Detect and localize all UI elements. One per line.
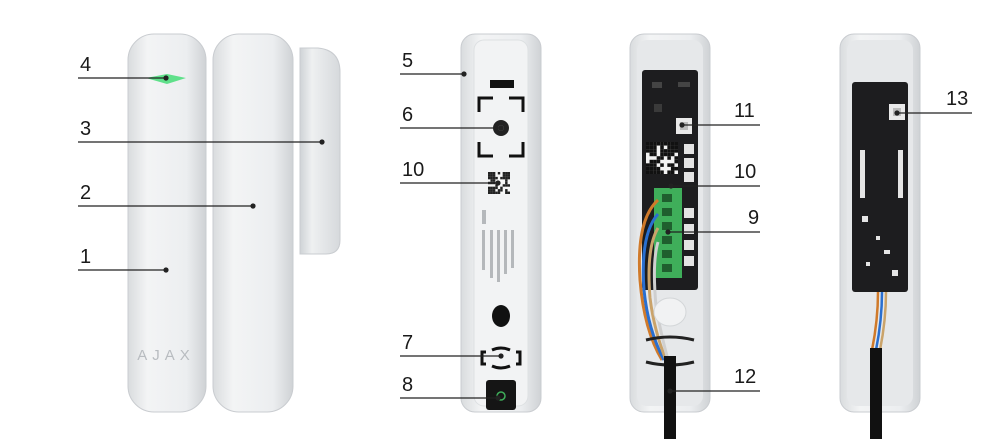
large-magnet	[212, 33, 294, 413]
svg-text:3: 3	[80, 118, 91, 140]
product-label	[482, 210, 514, 282]
callout-11: 11	[679, 100, 760, 128]
svg-text:4: 4	[80, 54, 91, 76]
callout-10-back: 10	[400, 159, 501, 186]
callout-13: 13	[894, 88, 972, 116]
main-detector-body	[127, 33, 207, 413]
callout-12: 12	[667, 366, 760, 394]
svg-text:5: 5	[402, 50, 413, 72]
open-view-board	[839, 33, 921, 439]
open-view-terminals	[629, 33, 711, 439]
callout-2: 2	[78, 182, 256, 209]
svg-text:9: 9	[748, 207, 759, 229]
svg-text:7: 7	[402, 332, 413, 354]
bottom-cable-outlet	[486, 380, 516, 410]
svg-text:6: 6	[402, 104, 413, 126]
callout-10-board: 10	[668, 161, 760, 189]
callout-7: 7	[400, 332, 504, 359]
callout-8: 8	[400, 374, 501, 401]
svg-text:10: 10	[734, 161, 756, 183]
svg-text:13: 13	[946, 88, 968, 110]
svg-text:10: 10	[402, 159, 424, 181]
callout-6: 6	[400, 104, 504, 131]
svg-text:1: 1	[80, 246, 91, 268]
callout-9: 9	[665, 207, 760, 235]
callout-3: 3	[78, 118, 325, 145]
callout-1: 1	[78, 246, 169, 273]
panel-slot	[490, 80, 514, 88]
tamper-button-area	[477, 96, 525, 158]
callout-4: 4	[78, 54, 169, 81]
qr-code-board	[646, 142, 678, 174]
perforated-part	[480, 346, 522, 370]
cable-back	[870, 348, 882, 439]
svg-text:11: 11	[734, 100, 755, 122]
front-view-device: AJAX	[127, 33, 341, 413]
svg-text:8: 8	[402, 374, 413, 396]
svg-text:2: 2	[80, 182, 91, 204]
mounting-hole	[492, 305, 510, 327]
callout-5: 5	[400, 50, 467, 77]
svg-text:12: 12	[734, 366, 756, 388]
brand-logo: AJAX	[137, 347, 195, 364]
small-magnet	[299, 47, 341, 255]
cable	[664, 356, 676, 439]
circuit-board-back	[852, 82, 908, 292]
